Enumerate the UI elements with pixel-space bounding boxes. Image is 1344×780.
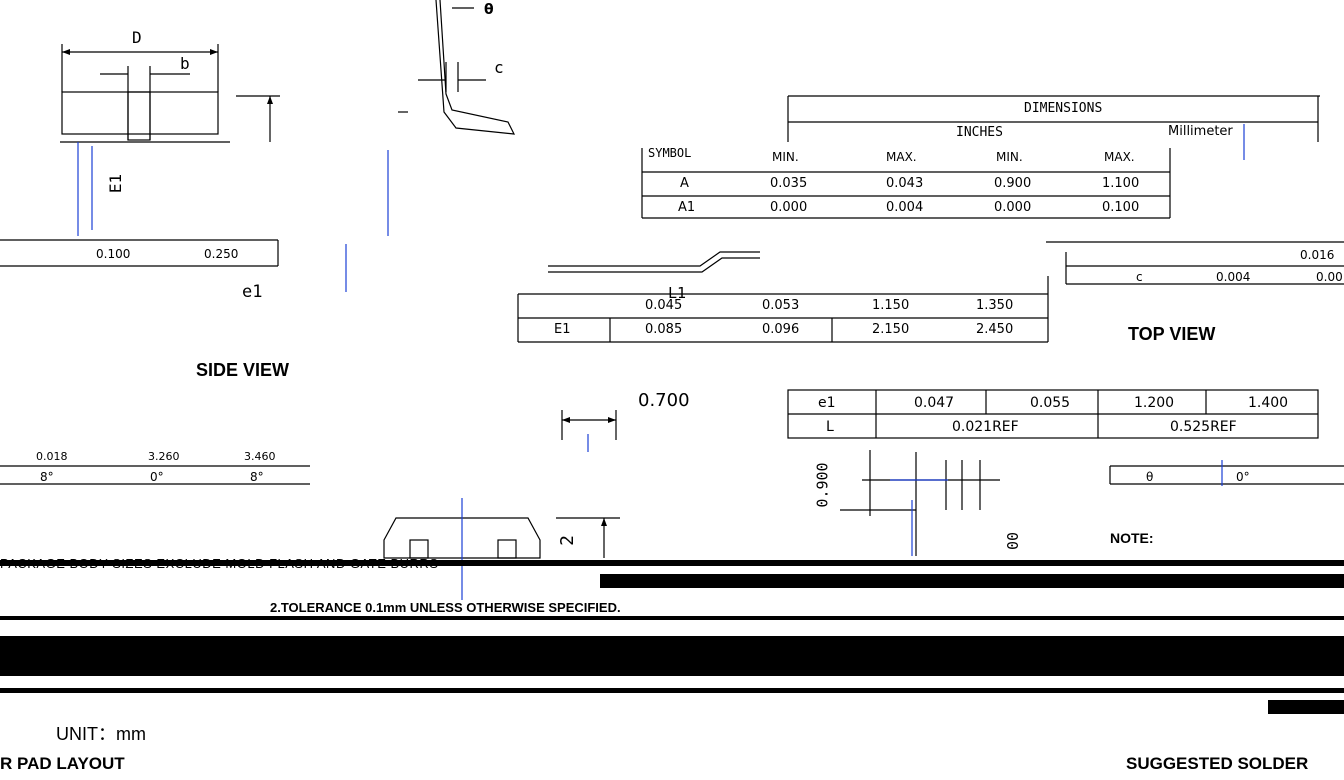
dim-c-label: c [494, 58, 504, 77]
row-e1-mm-max: 1.400 [1248, 395, 1289, 411]
dim-e1-label: e1 [242, 282, 263, 302]
dim-theta-label: θ [484, 2, 494, 18]
artifact-bar-4 [0, 636, 1344, 676]
notes-heading: NOTE: [1110, 530, 1154, 546]
in-max-header: MAX. [886, 150, 917, 164]
row-E1-mm-max: 2.450 [976, 322, 1014, 337]
row-e1-symbol: e1 [818, 395, 836, 411]
col-inches-header: INCHES [956, 125, 1003, 140]
frag-right-c-value: 0.004 [1216, 270, 1251, 284]
row-A1-in-min: 0.000 [770, 200, 808, 215]
artifact-bar-1 [0, 560, 1344, 566]
dim-e1-value: 0.700 [638, 390, 690, 411]
row-e1-in-max: 0.055 [1030, 395, 1071, 411]
note-line-2: 2.TOLERANCE 0.1mm UNLESS OTHERWISE SPECI… [270, 600, 621, 615]
mm-min-header: MIN. [996, 150, 1023, 164]
col-mm-header: Millimeter [1168, 124, 1233, 139]
row-A-mm-min: 0.900 [994, 176, 1032, 191]
row-E1-mm-min: 2.150 [872, 322, 910, 337]
frag-left-value-7: 3.260 [148, 450, 180, 463]
artifact-bar-6 [1268, 700, 1344, 714]
row-3-mm-max: 1.350 [976, 298, 1014, 313]
row-e1-in-min: 0.047 [914, 395, 955, 411]
row-A1-symbol: A1 [678, 200, 696, 215]
row-E1-in-max: 0.096 [762, 322, 800, 337]
frag-left-value-3: 8° [40, 470, 54, 484]
table-title: DIMENSIONS [1024, 101, 1103, 116]
unit-label: UNIT：mm [56, 724, 146, 744]
frag-left-value-5: 8° [250, 470, 264, 484]
row-3-mm-min: 1.150 [872, 298, 910, 313]
row-E1-in-min: 0.085 [645, 322, 683, 337]
row-A-in-max: 0.043 [886, 176, 924, 191]
pad-layout-caption: R PAD LAYOUT [0, 754, 125, 773]
row-A-in-min: 0.035 [770, 176, 808, 191]
row-e1-mm-min: 1.200 [1134, 395, 1175, 411]
side-view-label: SIDE VIEW [196, 360, 290, 380]
row-L-symbol: L [826, 419, 834, 435]
frag-right-theta-symbol: θ [1146, 470, 1154, 484]
row-E1-symbol: E1 [554, 322, 571, 337]
mm-max-header: MAX. [1104, 150, 1135, 164]
frag-left-value-4: 0° [150, 470, 164, 484]
blue-construction-lines [77, 124, 1245, 600]
frag-right-theta-value: 0° [1236, 470, 1250, 484]
dim-b-label: b [180, 54, 190, 73]
row-3-in-min: 0.045 [645, 298, 683, 313]
dim-L1-label: L1 [668, 284, 687, 302]
row-A1-mm-max: 0.100 [1102, 200, 1140, 215]
frag-right-c-symbol: c [1136, 270, 1143, 284]
row-A1-mm-min: 0.000 [994, 200, 1032, 215]
frag-left-value-1: 0.100 [96, 247, 131, 261]
top-view-label: TOP VIEW [1128, 324, 1216, 344]
frag-left-value-8: 3.460 [244, 450, 276, 463]
row-3-in-max: 0.053 [762, 298, 800, 313]
artifact-bar-2 [600, 574, 1344, 588]
artifact-bar-5 [0, 688, 1344, 693]
row-L-in-ref: 0.021REF [952, 419, 1019, 435]
row-L-mm-ref: 0.525REF [1170, 419, 1237, 435]
frag-right-l-value-1: 0.016 [1300, 248, 1335, 262]
suggested-solder-caption: SUGGESTED SOLDER [1126, 754, 1309, 773]
dim-D-label: D [132, 28, 142, 47]
frag-right-l-value-2: 0.00 [1316, 270, 1343, 284]
in-min-header: MIN. [772, 150, 799, 164]
row-A-symbol: A [680, 176, 689, 191]
row-A1-in-max: 0.004 [886, 200, 924, 215]
artifact-bar-3 [0, 616, 1344, 620]
row-A-mm-max: 1.100 [1102, 176, 1140, 191]
frag-left-value-6: 0.018 [36, 450, 68, 463]
col-symbol-header: SYMBOL [648, 146, 692, 160]
frag-left-value-2: 0.250 [204, 247, 239, 261]
